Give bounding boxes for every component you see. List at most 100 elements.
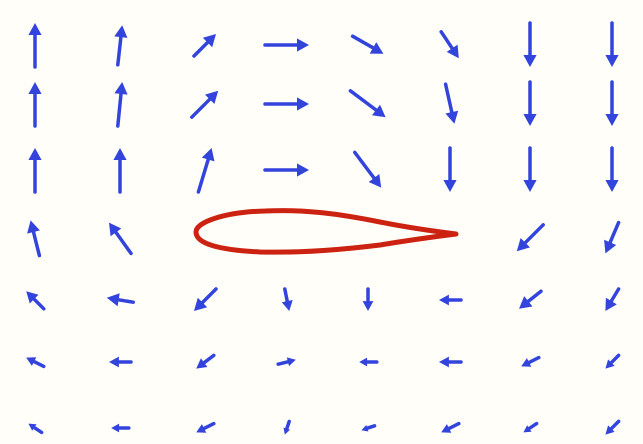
field-arrow [265, 38, 309, 51]
field-arrow-shaft [529, 358, 539, 363]
field-arrow-shaft [529, 424, 536, 429]
field-arrow [192, 91, 218, 117]
field-arrow-shaft [198, 160, 208, 193]
field-arrow [196, 355, 214, 368]
field-arrow-head [439, 295, 449, 306]
field-arrow [26, 357, 44, 366]
field-arrow-head [27, 220, 40, 233]
field-arrow-head [605, 114, 618, 126]
field-arrow-shaft [204, 424, 214, 429]
field-arrow-shaft [285, 289, 287, 301]
field-arrow-head [523, 180, 536, 192]
field-arrow-head [297, 163, 309, 176]
field-arrow [26, 291, 44, 309]
field-arrow-head [297, 38, 309, 51]
field-arrow-shaft [528, 291, 541, 301]
field-arrow [523, 23, 536, 67]
field-arrow [605, 82, 618, 126]
field-arrow-shaft [446, 84, 452, 112]
field-arrow [194, 34, 216, 56]
field-arrow-head [202, 148, 215, 161]
field-arrow [284, 421, 291, 434]
field-arrow [278, 357, 296, 366]
field-arrow-shaft [525, 225, 543, 243]
field-arrow-shaft [441, 32, 452, 48]
field-arrow [604, 223, 619, 254]
field-arrow [355, 152, 381, 187]
field-arrow-head [28, 23, 41, 35]
field-arrow-shaft [353, 36, 373, 48]
field-arrow-shaft [34, 232, 40, 256]
field-arrow-head [28, 82, 41, 94]
field-arrow [353, 36, 384, 54]
field-arrow-shaft [355, 152, 374, 178]
field-arrow [605, 148, 618, 192]
field-arrow [439, 295, 461, 306]
field-arrow-head [523, 114, 536, 126]
field-arrow-shaft [116, 232, 131, 253]
field-arrow [605, 23, 618, 67]
field-arrow [523, 424, 536, 433]
field-arrow [113, 148, 126, 192]
field-arrow [605, 355, 618, 368]
field-arrow [350, 91, 385, 117]
field-arrow-shaft [449, 424, 459, 429]
field-arrow-shaft [194, 43, 208, 57]
field-arrow-head [107, 293, 120, 306]
field-arrow-shaft [118, 94, 121, 126]
field-arrow-head [605, 55, 618, 67]
field-arrow [111, 424, 129, 433]
field-arrow [523, 82, 536, 126]
field-arrow [443, 148, 456, 192]
field-arrow-shaft [34, 362, 44, 367]
field-arrow [107, 293, 133, 306]
field-arrow-head [287, 357, 296, 366]
field-arrow [605, 421, 618, 434]
field-arrow [265, 163, 309, 176]
field-arrow-head [439, 357, 449, 368]
field-arrow-head [114, 82, 127, 95]
field-arrow-head [605, 180, 618, 192]
field-arrow [361, 425, 374, 432]
field-arrow [441, 32, 459, 58]
field-arrow [194, 289, 216, 311]
field-arrow-head [363, 301, 374, 311]
field-arrow-head [28, 148, 41, 160]
field-arrow [114, 25, 127, 65]
field-arrow [282, 289, 293, 311]
airfoil-shape [196, 211, 456, 253]
field-arrow [27, 220, 40, 255]
field-arrow [521, 358, 539, 367]
field-arrow-shaft [287, 421, 289, 428]
field-arrow [28, 23, 41, 67]
field-arrow-head [109, 357, 119, 368]
field-arrow [114, 82, 127, 126]
field-arrow-head [359, 358, 367, 367]
field-arrow-shaft [367, 426, 374, 428]
field-arrow [28, 148, 41, 192]
field-arrow [196, 424, 214, 433]
field-arrow [28, 424, 41, 433]
field-arrow [359, 358, 377, 367]
field-arrow-shaft [611, 289, 618, 301]
field-arrow-shaft [611, 355, 618, 362]
field-arrow-head [523, 55, 536, 67]
field-arrow-head [113, 148, 126, 160]
field-arrow-shaft [203, 289, 217, 303]
field-arrow-head [111, 424, 119, 433]
field-arrow [605, 289, 618, 311]
field-arrow [517, 225, 543, 251]
field-arrow [109, 357, 131, 368]
field-arrow [519, 291, 541, 309]
field-arrow-shaft [610, 223, 619, 243]
field-arrow-shaft [611, 421, 618, 428]
field-arrow-shaft [34, 428, 41, 433]
field-arrow-head [443, 180, 456, 192]
field-arrow-head [114, 25, 127, 38]
field-arrow-head [297, 97, 309, 110]
field-arrow-head [445, 111, 458, 124]
field-arrow [445, 84, 458, 124]
field-arrow-head [282, 300, 293, 311]
